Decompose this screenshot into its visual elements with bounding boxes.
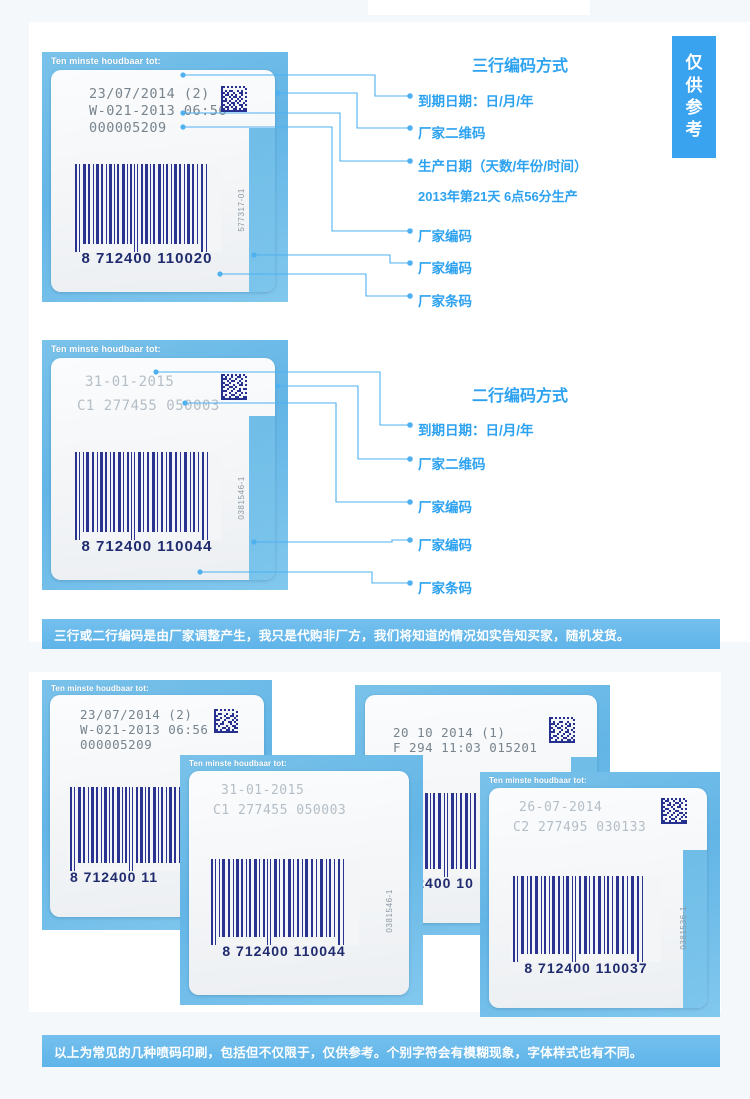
datamatrix-code xyxy=(221,374,247,400)
barcode-bars xyxy=(73,164,221,252)
dutch-caption: Ten minste houdbaar tot: xyxy=(51,344,161,354)
annotation-maker-barcode: 厂家条码 xyxy=(418,581,472,596)
gallery-label-4: Ten minste houdbaar tot: 26-07-2014 C2 2… xyxy=(480,772,720,1017)
jet-line-1: 20 10 2014 (1) xyxy=(393,725,506,740)
barcode-bars xyxy=(73,452,221,540)
barcode: 8 712400 110037 xyxy=(511,876,661,982)
barcode-number: 8 712400 11 xyxy=(70,869,159,885)
side-code: 0381546-1 xyxy=(385,889,394,933)
badge-char-1: 仅 xyxy=(685,53,703,73)
dutch-caption: Ten minste houdbaar tot: xyxy=(489,776,587,785)
jet-line-2: W-021-2013 06:56 xyxy=(80,722,209,737)
three-line-label-photo: Ten minste houdbaar tot: 23/07/2014 (2) … xyxy=(42,52,288,302)
annotation-maker-code-1: 厂家编码 xyxy=(418,500,472,515)
jet-line-1: 31-01-2015 xyxy=(221,783,305,798)
jet-line-1: 26-07-2014 xyxy=(519,800,603,815)
top-white-nub xyxy=(368,0,590,15)
barcode-bars xyxy=(511,876,661,962)
annotation-production-date: 生产日期（天数/年份/时间） xyxy=(418,159,588,174)
barcode-number: 8 712400 110044 xyxy=(222,943,346,959)
annotation-maker-code-2: 厂家编码 xyxy=(418,538,472,553)
two-line-label-photo: Ten minste houdbaar tot: 31-01-2015 C1 2… xyxy=(42,340,288,590)
dutch-caption: Ten minste houdbaar tot: xyxy=(51,684,149,693)
jet-line-1: 31-01-2015 xyxy=(85,374,175,390)
barcode-bars xyxy=(209,859,359,945)
datamatrix-code xyxy=(661,798,687,824)
bottom-notice-banner: 以上为常见的几种喷码印刷，包括但不仅限于，仅供参考。个别字符会有模糊现象，字体样… xyxy=(42,1035,720,1067)
sticker-surface: 31-01-2015 C1 277455 050003 xyxy=(51,358,275,580)
jet-line-3: 000005209 xyxy=(80,737,153,752)
jet-line-2: F 294 11:03 015201 xyxy=(393,740,538,755)
barcode: 8 712400 110044 xyxy=(73,452,221,560)
datamatrix-code xyxy=(214,709,238,733)
sticker-notch xyxy=(249,128,275,292)
side-code: 0381546-1 xyxy=(237,476,246,520)
annotation-maker-barcode: 厂家条码 xyxy=(418,294,472,309)
jet-line-1: 23/07/2014 (2) xyxy=(89,86,210,102)
bottom-notice-text: 以上为常见的几种喷码印刷，包括但不仅限于，仅供参考。个别字符会有模糊现象，字体样… xyxy=(54,1045,643,1060)
dutch-caption: Ten minste houdbaar tot: xyxy=(189,759,287,768)
dutch-caption: Ten minste houdbaar tot: xyxy=(51,56,161,66)
annotation-datamatrix: 厂家二维码 xyxy=(418,126,486,141)
middle-notice-text: 三行或二行编码是由厂家调整产生，我只是代购非厂方，我们将知道的情况如实告知买家，… xyxy=(54,628,630,643)
jet-line-3: 000005209 xyxy=(89,120,167,136)
badge-char-2: 供 xyxy=(685,75,703,95)
jet-line-2: W-021-2013 06:56 xyxy=(89,103,228,119)
barcode: 8 712400 110020 xyxy=(73,164,221,272)
sticker-surface: 31-01-2015 C1 277455 050003 0381546-1 xyxy=(189,771,409,995)
barcode-number: 8 712400 110037 xyxy=(524,960,648,976)
annotation-maker-code-2: 厂家编码 xyxy=(418,261,472,276)
gallery-label-2: Ten minste houdbaar tot: 31-01-2015 C1 2… xyxy=(180,755,423,1005)
jet-line-2: C1 277455 050003 xyxy=(77,398,220,414)
sticker-notch xyxy=(249,416,275,580)
sticker-surface: 23/07/2014 (2) W-021-2013 06:56 00000520… xyxy=(51,70,275,292)
two-line-section-title: 二行编码方式 xyxy=(472,388,569,405)
jet-line-2: C1 277455 050003 xyxy=(213,803,347,818)
three-line-section-title: 三行编码方式 xyxy=(472,58,569,75)
reference-only-badge: 仅 供 参 考 xyxy=(672,36,716,158)
side-code: 0381536-1 xyxy=(679,906,688,950)
annotation-expiry-date: 到期日期：日/月/年 xyxy=(418,94,534,109)
annotation-maker-code-1: 厂家编码 xyxy=(418,229,472,244)
jet-line-2: C2 277495 030133 xyxy=(513,820,647,835)
badge-char-3: 参 xyxy=(685,98,703,117)
barcode: 8 712400 110044 xyxy=(209,859,359,965)
middle-notice-banner: 三行或二行编码是由厂家调整产生，我只是代购非厂方，我们将知道的情况如实告知买家，… xyxy=(42,619,720,649)
jet-line-1: 23/07/2014 (2) xyxy=(80,707,193,722)
datamatrix-code xyxy=(221,86,247,112)
badge-char-4: 考 xyxy=(685,120,703,140)
sticker-notch xyxy=(683,850,707,1008)
barcode-number: 8 712400 110020 xyxy=(81,250,213,267)
side-code: 577317-01 xyxy=(237,188,246,232)
annotation-production-detail: 2013年第21天 6点56分生产 xyxy=(418,189,578,204)
barcode-number: 8 712400 110044 xyxy=(81,538,213,555)
annotation-datamatrix: 厂家二维码 xyxy=(418,457,486,472)
datamatrix-code xyxy=(549,717,575,743)
sticker-surface: 26-07-2014 C2 277495 030133 xyxy=(489,788,707,1008)
annotation-expiry-date: 到期日期：日/月/年 xyxy=(418,423,534,438)
